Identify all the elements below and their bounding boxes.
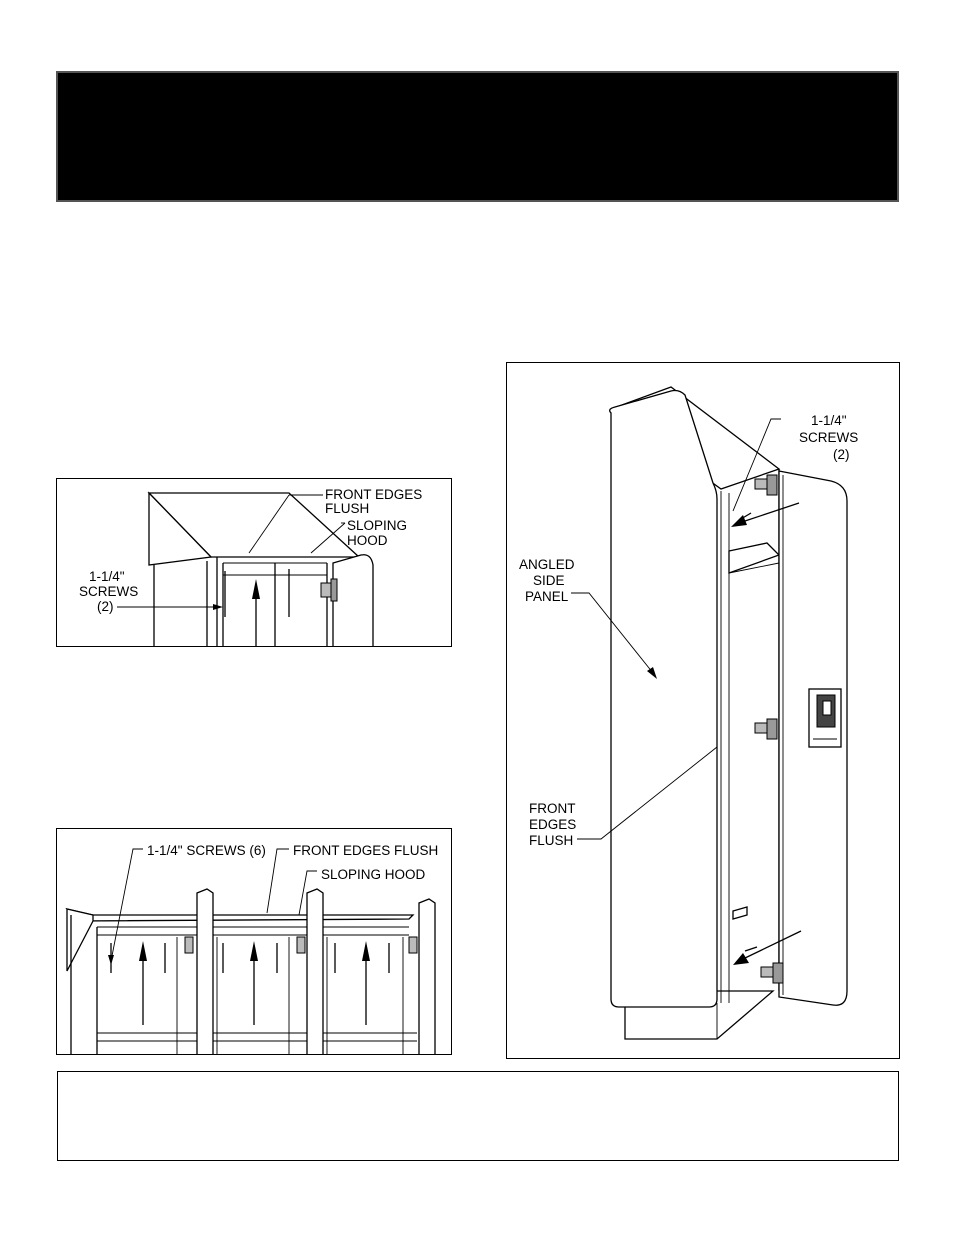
label-screws-size: 1-1/4": [811, 413, 847, 428]
figure-locker-angled-side-panel: 1-1/4" SCREWS (2) ANGLED SIDE PANEL FRON…: [506, 362, 900, 1059]
hinge-icon: [760, 966, 774, 978]
label-front: FRONT: [529, 801, 576, 816]
label-hood: HOOD: [347, 533, 388, 548]
label-flush: FLUSH: [529, 833, 573, 848]
divider-panel-2: [306, 888, 324, 1054]
label-screws-six: 1-1/4" SCREWS (6): [147, 843, 266, 858]
divider-panel-3: [418, 898, 436, 1054]
label-front-edges-flush: FRONT EDGES FLUSH: [293, 843, 438, 858]
hinge-icon: [754, 478, 768, 490]
lower-shelf: [732, 906, 748, 920]
hood-side: [148, 491, 213, 566]
label-edges: EDGES: [529, 817, 576, 832]
hinge-icon: [320, 582, 332, 598]
hood-end: [66, 908, 94, 972]
up-arrow-icon: [139, 941, 147, 961]
divider-panel-1: [196, 888, 214, 1054]
figure-b-drawing: 1-1/4" SCREWS (6) FRONT EDGES FLUSH SLOP…: [65, 843, 438, 1054]
figure-c-drawing: 1-1/4" SCREWS (2) ANGLED SIDE PANEL FRON…: [519, 386, 858, 1040]
arrow-icon: [731, 515, 747, 527]
label-front-edges: FRONT EDGES: [325, 487, 422, 502]
label-screws: SCREWS: [799, 430, 858, 445]
hinge-icon: [296, 936, 306, 954]
upper-shelf: [728, 542, 781, 574]
arrow-icon: [733, 953, 749, 965]
figure-a-drawing: FRONT EDGES FLUSH SLOPING HOOD 1-1/4" SC…: [79, 487, 422, 646]
up-arrow-icon: [250, 941, 258, 961]
hinge-icon: [408, 936, 418, 954]
door: [332, 554, 374, 646]
header-bar: [56, 71, 899, 202]
label-screws: SCREWS: [79, 584, 138, 599]
label-flush: FLUSH: [325, 501, 369, 516]
label-angled: ANGLED: [519, 557, 575, 572]
angled-side-panel: [609, 389, 718, 1008]
figure-single-hood-detail: FRONT EDGES FLUSH SLOPING HOOD 1-1/4" SC…: [56, 478, 452, 647]
up-arrow-icon: [252, 579, 260, 599]
label-sloping: SLOPING: [347, 518, 407, 533]
label-screws-size: 1-1/4": [89, 569, 125, 584]
figure-multiple-hood-detail: 1-1/4" SCREWS (6) FRONT EDGES FLUSH SLOP…: [56, 828, 452, 1055]
note-box: [57, 1071, 899, 1161]
label-panel: PANEL: [525, 589, 569, 604]
label-sloping-hood: SLOPING HOOD: [321, 867, 426, 882]
up-arrow-icon: [362, 941, 370, 961]
label-side: SIDE: [533, 573, 565, 588]
hinge-icon: [184, 936, 194, 954]
label-screws-count: (2): [97, 599, 114, 614]
hinge-icon: [754, 722, 768, 734]
label-screws-count: (2): [833, 447, 850, 462]
